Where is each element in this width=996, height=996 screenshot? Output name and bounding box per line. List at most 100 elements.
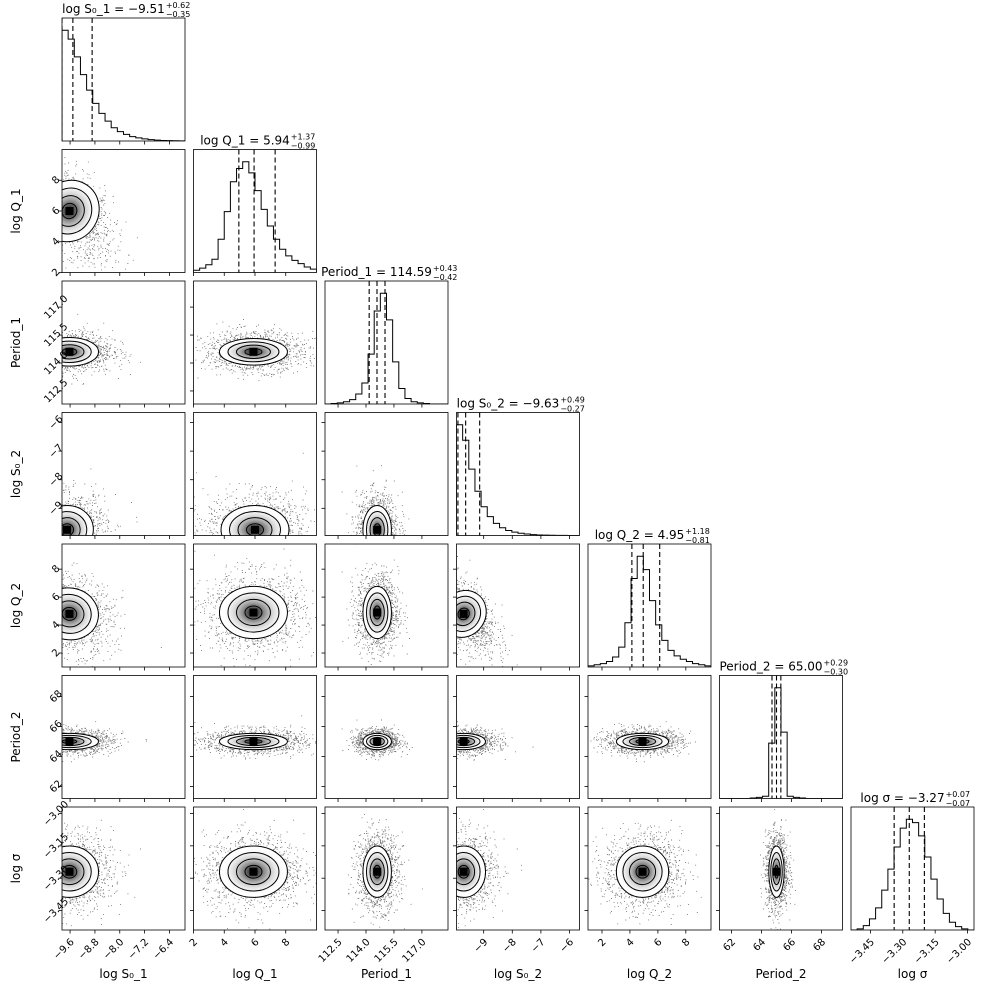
y-axis-label: Period_2 [9, 711, 23, 762]
panel-frame [324, 412, 449, 536]
y-tick-label: −7 [47, 442, 65, 460]
contour-line [369, 517, 385, 536]
histogram-step [456, 424, 580, 536]
y-tick-label: −8 [47, 471, 65, 489]
panel-title: Period_1 = 114.59 [321, 265, 432, 279]
x-tick-label: 115.5 [373, 937, 401, 965]
contour-line [62, 340, 92, 364]
panel-title: log S₀_1 = −9.51 [62, 2, 165, 16]
x-axis-label: Period_1 [361, 967, 412, 981]
contour-line [62, 517, 81, 536]
panel-frame [324, 543, 449, 668]
x-tick-label: −7 [529, 937, 547, 955]
contour-line [369, 598, 385, 627]
contour-line [362, 732, 392, 751]
contour-line [369, 858, 385, 886]
density-peak [249, 737, 258, 746]
x-tick-label: 66 [781, 937, 798, 954]
density-peak [459, 609, 468, 618]
x-tick-label: 2 [188, 937, 200, 949]
panel-frame [456, 543, 580, 668]
histogram-step [193, 161, 317, 273]
contour-line [62, 337, 99, 367]
y-axis-label: Period_1 [9, 317, 23, 368]
contour-line [227, 341, 280, 363]
y-tick-label: 4 [50, 236, 62, 248]
x-tick-label: −9 [472, 937, 490, 955]
y-tick-label: −3.45 [42, 896, 71, 925]
x-axis-label: log S₀_1 [99, 967, 147, 981]
panel-frame [719, 806, 843, 931]
contour-line [770, 851, 783, 892]
contour-line [457, 607, 470, 621]
x-tick-label: 62 [721, 937, 738, 954]
density-peak [638, 737, 647, 746]
x-tick-label: 112.5 [317, 937, 345, 965]
panel-frame [456, 806, 580, 931]
histogram-panel: log Q_1 = 5.94+1.37−0.99 [193, 133, 317, 276]
contour-line [237, 517, 273, 536]
density-peak [65, 347, 74, 356]
density-peak [373, 525, 382, 534]
x-tick-label: −3.45 [848, 937, 877, 966]
panel-frame [324, 280, 449, 405]
x-tick-label: 68 [811, 937, 828, 954]
contour-line [218, 845, 288, 898]
contour-line [628, 736, 657, 747]
density-fill [223, 506, 287, 536]
histogram-panel: log S₀_1 = −9.51+0.62−0.35 [61, 1, 190, 145]
contour-line [244, 864, 263, 879]
y-tick-label: −3.00 [42, 799, 71, 828]
x-tick-label: −8.8 [77, 937, 102, 962]
panel-frame [456, 675, 580, 799]
y-axis-label: log Q_2 [9, 583, 23, 628]
contour-line [62, 523, 75, 536]
contour-line [227, 851, 280, 892]
contour-line [456, 595, 482, 632]
error-plus: +0.43 [433, 264, 458, 273]
y-tick-label: 2 [50, 647, 62, 659]
error-minus: −0.99 [291, 142, 316, 151]
contour-line [365, 734, 389, 749]
scatter-panel [453, 675, 580, 802]
contour-line [62, 195, 85, 227]
x-axis-label: Period_2 [755, 967, 806, 981]
error-plus: +0.07 [946, 790, 971, 799]
error-minus: −0.27 [560, 405, 585, 414]
contour-line [628, 858, 657, 886]
density-fill [456, 847, 485, 896]
panel-frame [587, 806, 712, 931]
histogram-step [62, 29, 185, 141]
scatter-panel [321, 543, 449, 671]
contour-line [244, 605, 263, 620]
scatter-panel [58, 280, 186, 408]
scatter-panel [321, 412, 449, 539]
contour-line [456, 601, 476, 627]
y-tick-label: 117.0 [42, 293, 70, 321]
panel-title: log S₀_2 = −9.63 [457, 397, 560, 411]
scatter-panel [190, 543, 317, 671]
y-tick-label: 8 [50, 174, 62, 186]
panel-frame [61, 806, 186, 931]
x-tick-label: −8 [501, 937, 519, 955]
error-minus: −0.07 [946, 799, 971, 808]
y-tick-label: 6 [50, 591, 62, 603]
histogram-step [588, 555, 711, 667]
x-tick-label: 8 [680, 937, 692, 949]
density-peak [459, 867, 468, 876]
error-plus: +1.18 [685, 527, 710, 536]
contour-line [456, 732, 487, 751]
contour-line [62, 734, 92, 749]
x-tick-label: 117.0 [401, 937, 429, 965]
x-tick-label: 6 [652, 937, 664, 949]
contour-line [615, 732, 670, 751]
y-tick-label: 2 [50, 267, 62, 279]
x-axis-label: log S₀_2 [494, 967, 542, 981]
contour-line [235, 736, 271, 747]
histogram-panel: log σ = −3.27+0.07−0.07 [850, 790, 975, 934]
histogram-step [325, 292, 448, 404]
contour-line [362, 504, 392, 536]
contour-line [622, 851, 663, 892]
density-peak [638, 867, 647, 876]
